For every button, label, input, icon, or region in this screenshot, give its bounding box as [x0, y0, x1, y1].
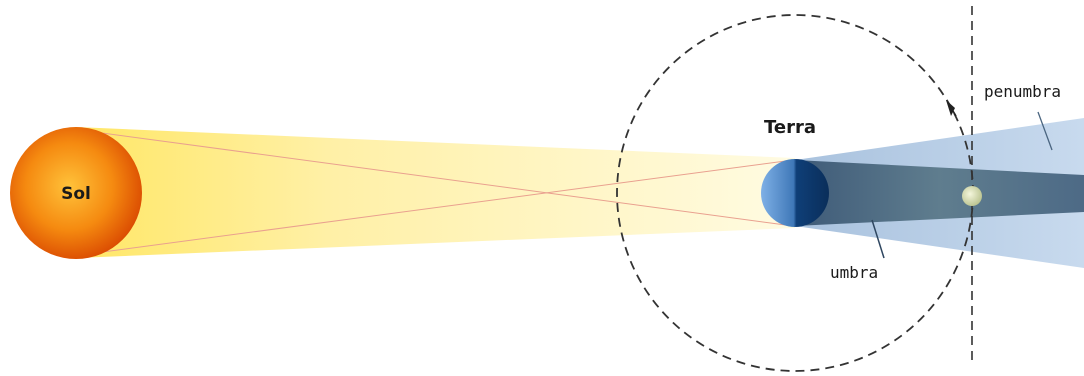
sun-label: Sol: [61, 184, 91, 204]
moon-icon: [962, 186, 982, 206]
penumbra-label: penumbra: [984, 82, 1061, 101]
earth-icon: [761, 159, 829, 227]
arrow-icon: [946, 100, 956, 116]
sunlight-cone: [76, 127, 795, 258]
earth-label: Terra: [764, 117, 816, 138]
umbra-label: umbra: [830, 263, 878, 282]
